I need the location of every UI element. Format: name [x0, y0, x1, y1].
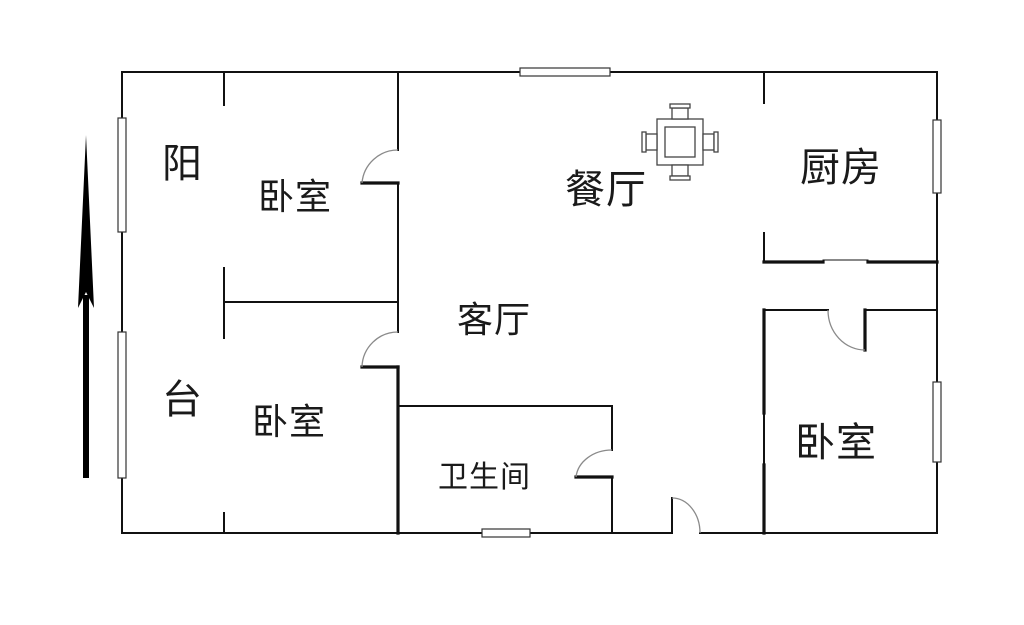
- room-label-bedroom-northwest: 卧室: [258, 177, 333, 218]
- windows: [117, 67, 942, 538]
- window-bathroom: [481, 528, 531, 538]
- room-label-balcony-bottom: 台: [155, 378, 201, 419]
- window-bedroom-southeast: [932, 381, 942, 463]
- west-bedroom-east-wall: [360, 71, 400, 535]
- north-arrow-icon: [78, 135, 94, 478]
- bedroom-southeast-walls: [762, 308, 938, 535]
- window-balcony-upper: [117, 117, 127, 233]
- bathroom-walls: [397, 405, 614, 534]
- dining-table-with-four-chairs-icon: [641, 103, 719, 181]
- door-bathroom[interactable]: [575, 449, 613, 478]
- door-entrance[interactable]: [671, 497, 701, 534]
- window-kitchen: [932, 119, 942, 194]
- room-label-balcony-top: 阳: [155, 142, 201, 183]
- door-bedroom-northwest[interactable]: [361, 149, 399, 184]
- room-label-kitchen: 厨房: [800, 145, 882, 191]
- room-label-dining-room: 餐厅: [565, 167, 647, 213]
- door-bedroom-southeast[interactable]: [827, 309, 866, 351]
- room-label-bedroom-southeast: 卧室: [795, 420, 877, 466]
- door-bedroom-southwest[interactable]: [361, 331, 399, 368]
- room-label-bathroom: 卫生间: [438, 460, 531, 495]
- outer-walls: [121, 71, 938, 534]
- room-label-bedroom-southwest: 卧室: [252, 402, 327, 443]
- kitchen-walls: [762, 71, 939, 264]
- window-balcony-lower: [117, 331, 127, 479]
- room-label-living-room: 客厅: [457, 300, 532, 341]
- window-top-dining: [519, 67, 611, 77]
